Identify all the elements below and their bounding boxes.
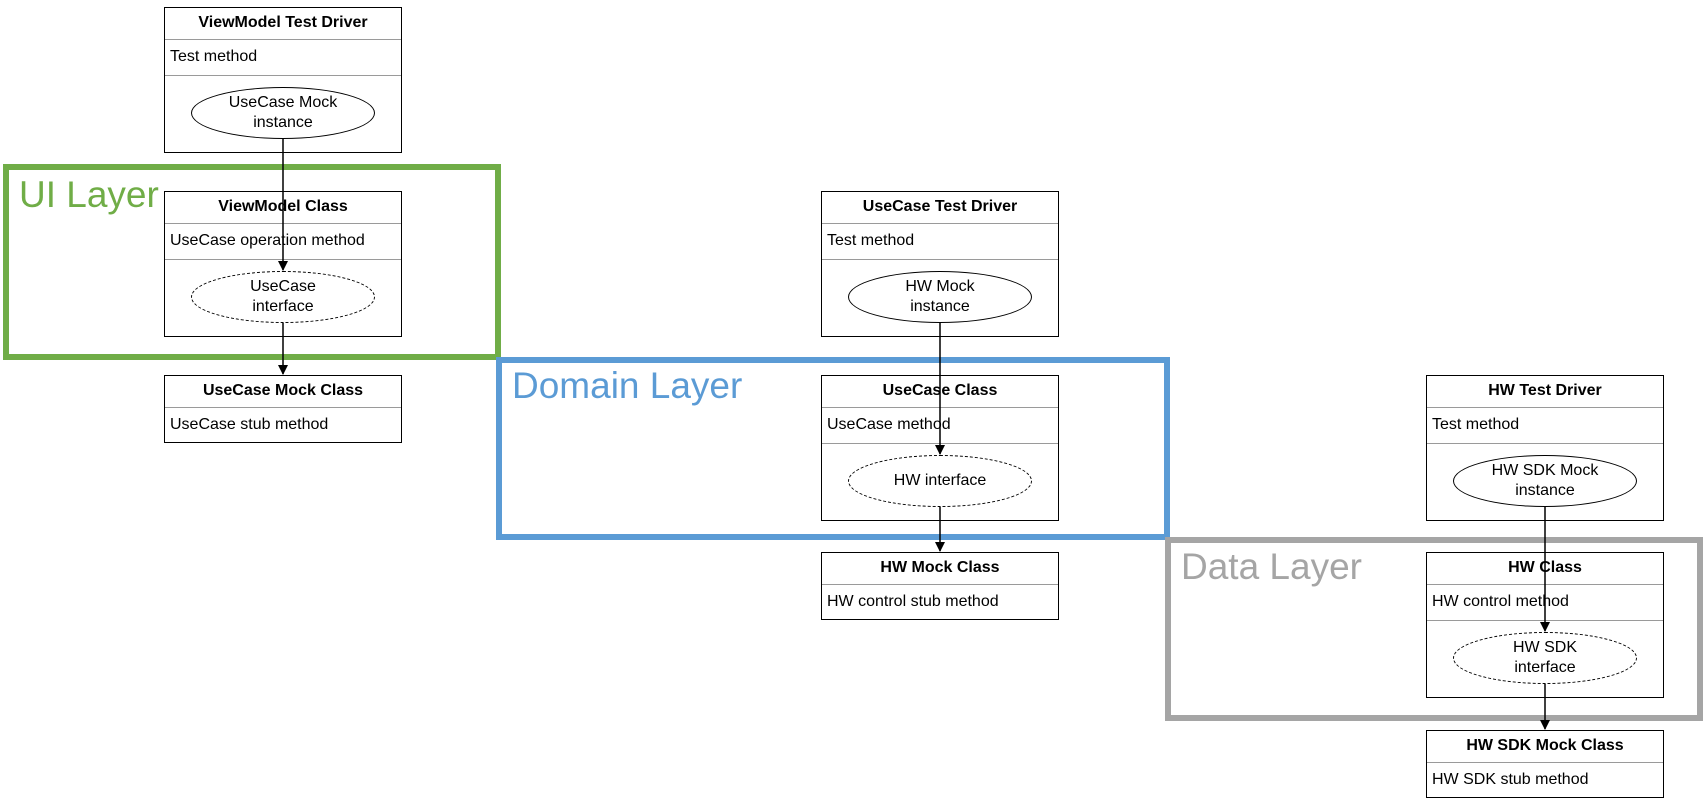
box-title: UseCase Mock Class xyxy=(165,376,401,408)
box-title: HW Test Driver xyxy=(1427,376,1663,408)
usecase-mock-class-box[interactable]: UseCase Mock Class UseCase stub method xyxy=(164,375,402,443)
hw-mock-instance-ellipse[interactable]: HW Mock instance xyxy=(848,271,1032,323)
box-title: HW Mock Class xyxy=(822,553,1058,585)
ellipse-label: HW SDK interface xyxy=(1513,639,1577,676)
data-layer-frame xyxy=(1165,537,1703,721)
ui-layer-frame xyxy=(3,164,501,360)
ellipse-label: HW interface xyxy=(893,472,987,489)
box-method: Test method xyxy=(1427,408,1663,444)
box-title: UseCase Test Driver xyxy=(822,192,1058,224)
usecase-mock-instance-ellipse[interactable]: UseCase Mock instance xyxy=(191,87,375,139)
box-title: ViewModel Test Driver xyxy=(165,8,401,40)
ellipse-label: UseCase Mock instance xyxy=(228,94,338,131)
box-method: Test method xyxy=(165,40,401,76)
hw-test-driver-box[interactable]: HW Test Driver Test method xyxy=(1426,375,1664,521)
domain-layer-frame xyxy=(496,357,1170,540)
hw-sdk-mock-class-box[interactable]: HW SDK Mock Class HW SDK stub method xyxy=(1426,730,1664,798)
data-layer-label: Data Layer xyxy=(1181,546,1362,587)
box-title: HW SDK Mock Class xyxy=(1427,731,1663,763)
box-method: HW SDK stub method xyxy=(1432,771,1589,788)
hw-interface-ellipse[interactable]: HW interface xyxy=(848,455,1032,507)
ui-layer-label: UI Layer xyxy=(19,174,159,215)
ellipse-label: HW Mock instance xyxy=(905,278,975,315)
hw-mock-class-box[interactable]: HW Mock Class HW control stub method xyxy=(821,552,1059,620)
box-method: UseCase stub method xyxy=(170,416,329,433)
hw-sdk-mock-instance-ellipse[interactable]: HW SDK Mock instance xyxy=(1453,455,1637,507)
ellipse-label: UseCase interface xyxy=(250,278,316,315)
domain-layer-label: Domain Layer xyxy=(512,365,743,406)
hw-sdk-interface-ellipse[interactable]: HW SDK interface xyxy=(1453,632,1637,684)
box-method: Test method xyxy=(822,224,1058,260)
ellipse-label: HW SDK Mock instance xyxy=(1491,462,1599,499)
box-method: HW control stub method xyxy=(827,593,999,610)
usecase-interface-ellipse[interactable]: UseCase interface xyxy=(191,271,375,323)
